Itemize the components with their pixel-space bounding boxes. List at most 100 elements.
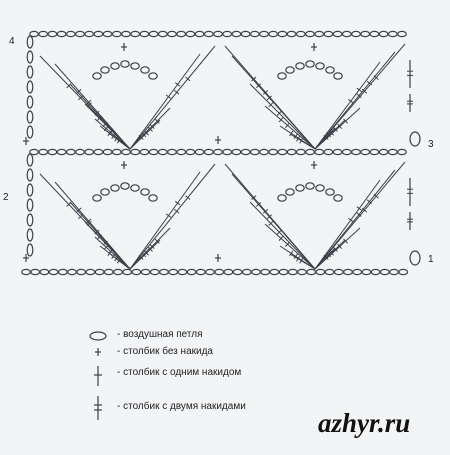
chain-stitch <box>231 30 242 38</box>
chain-stitch <box>305 148 315 156</box>
treble-crochet-bar <box>278 235 284 241</box>
treble-crochet-bar <box>373 193 379 199</box>
treble-crochet-bar <box>293 133 298 140</box>
chain-stitch <box>332 148 343 156</box>
chain-stitch <box>306 268 317 276</box>
chain-stitch <box>259 148 269 156</box>
treble-crochet-stitch <box>94 236 131 270</box>
treble-crochet-stitch <box>289 253 316 270</box>
chain-stitch <box>323 30 334 38</box>
chain-stitch <box>343 268 353 276</box>
treble-crochet-bar <box>96 234 102 240</box>
chain-stitch <box>167 30 177 38</box>
chain-stitch <box>139 148 150 156</box>
treble-crochet-bar <box>276 110 282 116</box>
chain-stitch <box>130 148 141 156</box>
treble-crochet-bar <box>147 126 153 132</box>
legend-label-treble-crochet: - столбик с двумя накидами <box>117 401 246 412</box>
treble-crochet-bar <box>262 89 269 95</box>
chain-stitch <box>102 30 113 38</box>
chain-arch-stitch <box>295 62 305 70</box>
chain-stitch <box>26 50 34 64</box>
chain-stitch <box>351 30 361 38</box>
chain-stitch <box>93 30 104 38</box>
treble-crochet-bar <box>356 212 362 217</box>
chain-arch-stitch <box>315 184 325 192</box>
chain-stitch <box>323 148 334 156</box>
chain-stitch <box>26 168 34 182</box>
row-number-4: 4 <box>9 36 15 47</box>
chain-stitch <box>26 80 34 94</box>
chain-stitch <box>203 148 214 156</box>
chain-arch-stitch <box>295 184 305 192</box>
chain-stitch-turn <box>409 250 421 266</box>
treble-crochet-stitch <box>314 179 381 270</box>
chain-arch-stitch <box>148 72 158 80</box>
treble-crochet-bar <box>361 207 368 213</box>
chain-stitch <box>26 243 34 257</box>
chain-stitch <box>176 30 187 38</box>
chain-stitch <box>131 268 142 276</box>
legend-label-single-crochet: - столбик без накида <box>117 346 213 357</box>
chain-stitch <box>122 268 133 276</box>
treble-crochet-bar <box>174 200 181 206</box>
chain-stitch <box>75 148 85 156</box>
chain-stitch <box>111 30 122 38</box>
chain-stitch <box>26 65 34 79</box>
chain-stitch <box>185 148 196 156</box>
chain-stitch <box>332 30 343 38</box>
chain-stitch <box>39 268 50 276</box>
treble-crochet-bar <box>268 220 274 226</box>
treble-crochet-bar <box>144 250 149 256</box>
chain-stitch <box>113 268 123 276</box>
treble-crochet-bar <box>337 123 343 130</box>
treble-crochet-stitch <box>129 45 216 150</box>
chain-stitch <box>223 268 234 276</box>
chain-stitch <box>249 30 260 38</box>
treble-crochet-bar <box>251 76 257 82</box>
chain-stitch <box>26 213 34 227</box>
chain-stitch <box>232 268 243 276</box>
treble-crochet-bar <box>373 75 379 80</box>
treble-crochet-bar <box>343 118 348 124</box>
chain-stitch <box>241 268 252 276</box>
chain-stitch <box>315 268 326 276</box>
treble-crochet-bar <box>255 83 262 89</box>
chain-stitch <box>259 30 269 38</box>
chain-stitch <box>214 268 225 276</box>
chain-stitch <box>57 268 68 276</box>
chain-arch-stitch <box>92 194 102 202</box>
treble-crochet-bar <box>293 253 298 260</box>
chain-stitch <box>84 148 95 156</box>
chain-stitch <box>269 268 280 276</box>
chain-stitch <box>84 30 95 38</box>
chain-stitch <box>195 268 206 276</box>
treble-crochet-bar <box>296 135 300 142</box>
chain-arch-stitch <box>325 188 335 196</box>
chain-arch-stitch <box>277 194 287 202</box>
chain-arch-stitch <box>120 60 130 68</box>
treble-crochet-stitch <box>109 253 131 270</box>
chain-stitch <box>278 268 289 276</box>
chain-stitch <box>333 268 344 276</box>
chain-arch-stitch <box>130 184 140 192</box>
treble-crochet-stitch <box>231 55 316 150</box>
treble-crochet-bar <box>154 118 160 124</box>
chain-stitch <box>305 30 315 38</box>
treble-crochet-bar <box>262 208 269 214</box>
chain-arch-stitch <box>333 72 343 80</box>
chain-arch-stitch <box>305 182 315 190</box>
chain-arch-stitch <box>333 194 343 202</box>
chain-stitch <box>222 30 233 38</box>
chain-stitch <box>397 30 407 38</box>
chain-stitch <box>314 148 325 156</box>
treble-crochet-bar <box>96 115 102 121</box>
chain-stitch <box>351 148 361 156</box>
chain-stitch <box>21 268 31 276</box>
chain-stitch <box>341 148 352 156</box>
chain-stitch <box>295 30 306 38</box>
treble-crochet-bar <box>103 244 109 250</box>
chain-stitch <box>268 148 279 156</box>
chain-arch-stitch <box>130 62 140 70</box>
treble-crochet-bar <box>268 102 274 108</box>
